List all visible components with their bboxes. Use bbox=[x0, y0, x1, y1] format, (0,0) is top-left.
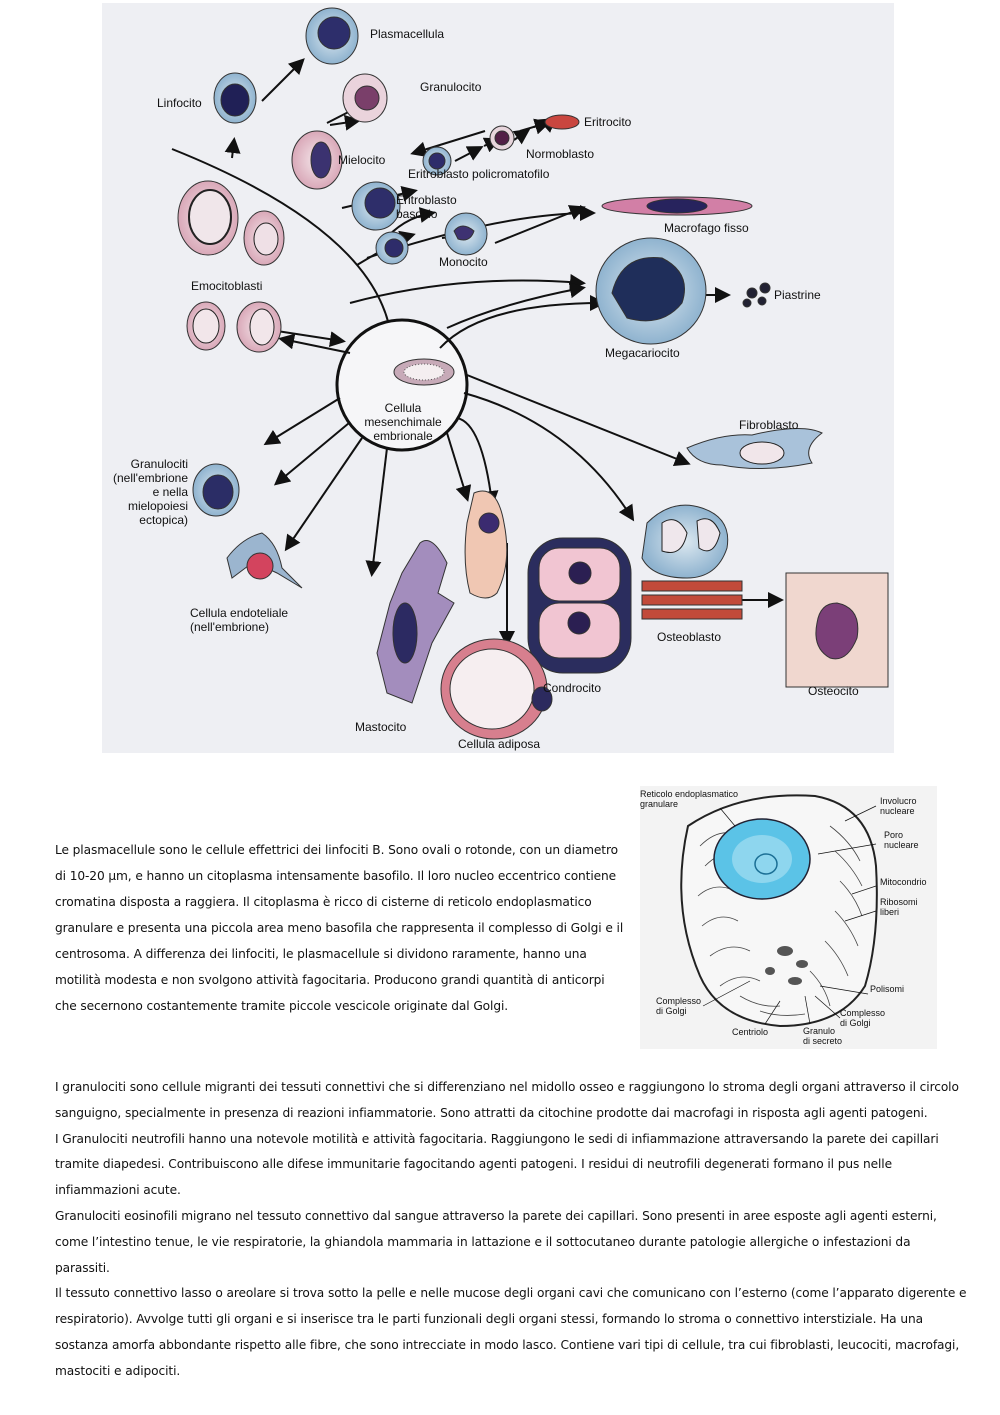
paragraph-neutrofili: I Granulociti neutrofili hanno una notev… bbox=[55, 1131, 939, 1198]
label-involucro-2: nucleare bbox=[880, 806, 915, 816]
label-granulociti-2: (nell'embrione bbox=[113, 471, 188, 485]
label-cellula-mesenchimale-3: embrionale bbox=[373, 429, 433, 443]
diagram-artwork bbox=[171, 7, 889, 740]
cell-differentiation-diagram: Plasmacellula Granulocito Linfocito Erit… bbox=[102, 3, 894, 753]
label-monocito: Monocito bbox=[439, 255, 488, 269]
label-macrofago-fisso: Macrofago fisso bbox=[664, 221, 749, 235]
label-granulociti-1: Granulociti bbox=[130, 457, 188, 471]
label-granulociti-3: e nella bbox=[152, 485, 188, 499]
label-megacariocito: Megacariocito bbox=[605, 346, 680, 360]
label-poro-2: nucleare bbox=[884, 840, 919, 850]
label-cellula-mesenchimale-2: mesenchimale bbox=[364, 415, 442, 429]
label-plasmacellula: Plasmacellula bbox=[370, 27, 445, 41]
label-fibroblasto: Fibroblasto bbox=[739, 418, 799, 432]
label-poro-1: Poro bbox=[884, 830, 904, 840]
label-involucro-1: Involucro bbox=[880, 796, 917, 806]
paragraph-connettivo-lasso: Il tessuto connettivo lasso o areolare s… bbox=[55, 1286, 967, 1378]
label-mastocito: Mastocito bbox=[355, 720, 407, 734]
paragraph-granulociti: I granulociti sono cellule migranti dei … bbox=[55, 1080, 959, 1120]
label-cellula-endoteliale-1: Cellula endoteliale bbox=[190, 606, 289, 620]
label-linfocito: Linfocito bbox=[157, 96, 202, 110]
label-normoblasto: Normoblasto bbox=[526, 147, 595, 161]
label-golgi-right-1: Complesso bbox=[840, 1008, 886, 1018]
label-golgi-left-1: Complesso bbox=[656, 996, 702, 1006]
central-circle bbox=[335, 318, 469, 452]
label-centriolo: Centriolo bbox=[732, 1027, 769, 1037]
label-reticolo-2: granulare bbox=[640, 799, 679, 809]
label-golgi-right-2: di Golgi bbox=[840, 1018, 871, 1028]
label-granulo-2: di secreto bbox=[803, 1036, 843, 1046]
label-reticolo-1: Reticolo endoplasmatico bbox=[640, 789, 739, 799]
label-piastrine: Piastrine bbox=[774, 288, 821, 302]
label-granulociti-4: mielopoiesi bbox=[127, 499, 188, 513]
label-mielocito: Mielocito bbox=[338, 153, 386, 167]
label-granulocito: Granulocito bbox=[420, 80, 482, 94]
label-ribosomi-2: liberi bbox=[880, 907, 900, 917]
label-osteocito: Osteocito bbox=[808, 684, 859, 698]
organelle-artwork bbox=[680, 794, 878, 1028]
label-eritroblasto-basofilo-2: basofilo bbox=[396, 207, 438, 221]
label-cellula-endoteliale-2: (nell'embrione) bbox=[190, 620, 269, 634]
label-eritroblasto-basofilo-1: Eritroblasto bbox=[396, 193, 457, 207]
label-eritrocito: Eritrocito bbox=[584, 115, 632, 129]
label-cellula-mesenchimale-1: Cellula bbox=[384, 401, 422, 415]
label-emocitoblasti: Emocitoblasti bbox=[191, 279, 263, 293]
text-block-granulociti: I granulociti sono cellule migranti dei … bbox=[55, 1075, 967, 1385]
plasma-cell-ultrastructure-figure: Reticolo endoplasmatico granulare Involu… bbox=[640, 786, 937, 1049]
label-condrocito: Condrocito bbox=[543, 681, 602, 695]
label-polisomi: Polisomi bbox=[870, 984, 905, 994]
label-eritroblasto-policromatofilo: Eritroblasto policromatofilo bbox=[408, 167, 550, 181]
paragraph-plasmacellule: Le plasmacellule sono le cellule effettr… bbox=[55, 843, 624, 1013]
label-granulociti-5: ectopica) bbox=[139, 513, 188, 527]
label-mitocondrio: Mitocondrio bbox=[880, 877, 927, 887]
paragraph-eosinofili: Granulociti eosinofili migrano nel tessu… bbox=[55, 1208, 937, 1275]
label-ribosomi-1: Ribosomi bbox=[880, 897, 918, 907]
label-osteoblasto: Osteoblasto bbox=[657, 630, 722, 644]
label-golgi-left-2: di Golgi bbox=[656, 1006, 687, 1016]
label-cellula-adiposa: Cellula adiposa bbox=[458, 737, 541, 751]
label-granulo-1: Granulo bbox=[803, 1026, 836, 1036]
lineage-arc bbox=[171, 148, 393, 344]
